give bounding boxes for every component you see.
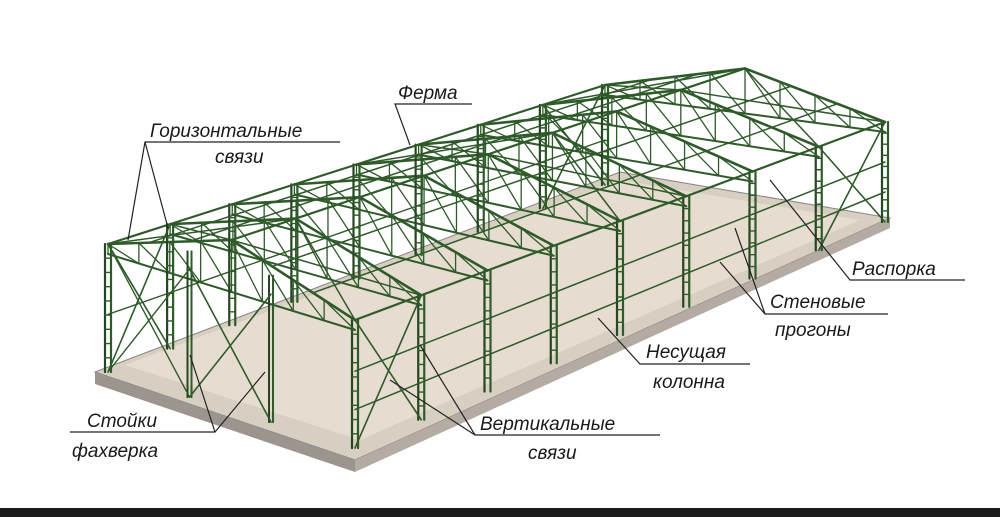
vertical-brace-left-7: [542, 84, 606, 210]
ridge-1: [294, 196, 361, 220]
label-vertical-bracing-line2: связи: [528, 443, 577, 464]
eave-left-4: [355, 143, 420, 166]
label-bearing-column-line2: колонна: [653, 372, 725, 393]
wall-purlin-2: [486, 327, 555, 356]
eave-right-5: [685, 170, 754, 198]
wall-purlin-2: [486, 292, 555, 320]
ridge-2: [358, 174, 426, 199]
wall-purlin-6: [751, 187, 820, 216]
eave-left-2: [231, 183, 296, 206]
wall-purlin-5: [685, 245, 754, 275]
label-horizontal-bracing-line2: связи: [215, 147, 264, 168]
wall-purlin-0: [354, 381, 422, 411]
eave-right-3: [552, 219, 622, 247]
label-truss: Ферма: [398, 83, 458, 104]
eave-left-5: [417, 123, 482, 146]
eave-left-3: [293, 163, 358, 186]
eave-left-6: [479, 103, 544, 126]
ridge-3: [422, 153, 490, 177]
wall-purlin-3: [553, 300, 621, 329]
ridge-6: [615, 88, 682, 113]
label-vertical-bracing-line1: Вертикальные: [480, 414, 615, 435]
eave-right-6: [751, 145, 820, 173]
vertical-brace-right-0: [354, 294, 423, 449]
ridge-0: [230, 217, 297, 242]
wall-purlin-3: [553, 265, 621, 294]
roof-brace-4: [355, 132, 554, 166]
eave-left-0: [106, 223, 172, 246]
frame-structure: [103, 67, 890, 450]
roof-brace-0: [107, 217, 297, 245]
ridge-5: [551, 110, 618, 134]
vertical-brace-left-0: [107, 223, 171, 373]
ridge-4: [487, 131, 554, 156]
wall-purlin-0: [354, 344, 422, 372]
eave-right-0: [353, 294, 423, 322]
leader-lines: [70, 103, 965, 436]
label-framework-posts-line2: фахверка: [72, 441, 158, 462]
roof-brace-7: [542, 67, 746, 106]
label-wall-purlins-line2: прогоны: [775, 320, 851, 341]
wall-purlin-6: [751, 218, 820, 248]
eave-right-4: [618, 195, 688, 223]
vertical-brace-right-7: [817, 121, 886, 252]
wall-purlin-1: [420, 318, 489, 346]
eave-right-2: [486, 244, 555, 272]
ridge-7: [679, 67, 747, 92]
wall-purlin-4: [619, 239, 687, 268]
wall-purlin-5: [685, 213, 754, 242]
label-framework-posts-line1: Стойки: [87, 411, 157, 432]
wall-purlin-1: [420, 354, 489, 384]
eave-left-1: [169, 203, 234, 226]
label-bearing-column-line1: Несущая: [646, 342, 726, 363]
bottom-bar: [0, 508, 1000, 517]
eave-right-7: [817, 120, 887, 148]
eave-left-7: [541, 83, 607, 106]
wall-purlin-7: [818, 191, 886, 220]
wall-purlin-4: [619, 272, 687, 302]
wall-purlin-7: [818, 161, 886, 189]
labels: Горизонтальные связи Ферма Распорка Стен…: [72, 83, 936, 464]
label-wall-purlins-line1: Стеновые: [770, 292, 866, 313]
eave-right-1: [420, 269, 489, 297]
label-strut: Распорка: [852, 259, 936, 280]
label-horizontal-bracing-line1: Горизонтальные: [150, 121, 302, 142]
